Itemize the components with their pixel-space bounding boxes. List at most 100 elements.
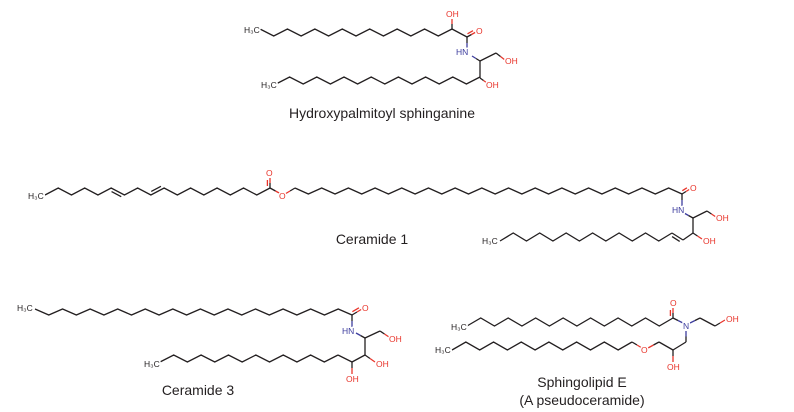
- bond: [692, 210, 708, 219]
- hydroxyl-label: OH: [716, 213, 729, 223]
- heteroatom-bond: [719, 319, 726, 324]
- hydroxyl-label: OH: [389, 334, 402, 344]
- hydroxyl-label: OH: [346, 374, 359, 384]
- carbonyl-double-bond: [681, 187, 688, 192]
- methyl-label: H₃C: [435, 345, 451, 355]
- methyl-label: H₃C: [144, 359, 160, 369]
- alkyl-chain: [259, 28, 453, 37]
- bond: [351, 354, 366, 363]
- bond: [699, 317, 716, 327]
- bond: [631, 341, 638, 346]
- bond: [289, 187, 296, 192]
- bond: [379, 330, 385, 335]
- bond: [658, 341, 674, 351]
- bond: [360, 334, 366, 339]
- heteroatom-bond: [636, 344, 643, 349]
- heteroatom-bond: [356, 308, 363, 313]
- carbonyl-oxygen-label: O: [362, 303, 369, 313]
- bond: [451, 28, 468, 38]
- methyl-label: H₃C: [482, 236, 498, 246]
- hydroxyl-label: OH: [667, 362, 680, 372]
- bond: [269, 187, 276, 192]
- heteroatom-bond: [275, 190, 282, 195]
- double-bond: [111, 191, 122, 198]
- bond: [364, 354, 371, 360]
- bond: [479, 52, 497, 62]
- molecule-name: Sphingolipid E: [537, 374, 627, 390]
- methyl-label: H₃C: [451, 322, 467, 332]
- bond: [653, 341, 660, 346]
- alkyl-chain: [451, 341, 633, 351]
- bond: [671, 232, 684, 241]
- bond: [681, 190, 687, 195]
- alkyl-chain: [34, 308, 353, 316]
- molecule-name: Ceramide 1: [336, 231, 409, 247]
- bond: [714, 322, 721, 327]
- bond: [672, 317, 679, 322]
- hydroxyl-label: OH: [446, 9, 459, 19]
- methyl-label: H₃C: [17, 303, 33, 313]
- heteroatom-bond: [683, 212, 689, 217]
- carbonyl-oxygen-label: O: [266, 168, 273, 178]
- hydroxyl-label: OH: [505, 56, 518, 66]
- hydroxyl-label: OH: [486, 80, 499, 90]
- molecule-subtitle: (A pseudoceramide): [519, 392, 644, 408]
- bonds-layer: [34, 19, 726, 374]
- methyl-label: H₃C: [28, 191, 44, 201]
- amide-nh-label: HN: [456, 47, 468, 57]
- heteroatom-bond: [500, 55, 506, 61]
- hydroxyl-label: OH: [703, 236, 716, 246]
- bond: [688, 214, 694, 219]
- amide-nh-label: HN: [672, 205, 684, 215]
- bond: [475, 57, 481, 62]
- molecule-ceramide-1: H₃C O O O HN OH OH H₃C Ceramide 1: [27, 167, 731, 248]
- bond: [495, 52, 501, 58]
- heteroatom-bond: [647, 344, 654, 349]
- heteroatom-bond: [369, 357, 376, 363]
- bond: [706, 210, 712, 215]
- bond: [479, 77, 484, 82]
- carbonyl-oxygen-label: O: [670, 298, 677, 308]
- heteroatom-bond: [355, 332, 361, 337]
- heteroatom-bond: [697, 235, 703, 240]
- amide-nitrogen-label: N: [683, 321, 689, 331]
- bond: [694, 317, 701, 322]
- bond: [466, 33, 472, 38]
- ester-oxygen-label: O: [279, 191, 286, 201]
- heteroatom-bond: [685, 188, 691, 193]
- hydroxyl-label: OH: [376, 359, 389, 369]
- carbonyl-oxygen-label: O: [476, 26, 483, 36]
- heteroatom-bond: [471, 55, 477, 60]
- methyl-label: H₃C: [244, 25, 260, 35]
- hydroxyl-label: OH: [726, 314, 739, 324]
- trans-double-bond: [671, 236, 681, 243]
- bond: [351, 311, 358, 316]
- molecule-hydroxypalmitoyl-sphinganine: H₃C OH O HN OH OH H₃C Hydroxypalmitoyl s…: [243, 8, 520, 122]
- molecule-sphingolipid-e: H₃C O N OH O OH H₃C Sphingolipid E (A ps…: [434, 297, 741, 409]
- molecule-name: Hydroxypalmitoyl sphinganine: [289, 105, 475, 121]
- alkyl-chain: [466, 317, 674, 327]
- amide-nh-label: HN: [342, 326, 354, 336]
- heteroatom-bond: [471, 31, 477, 36]
- carbonyl-oxygen-label: O: [690, 183, 697, 193]
- bond: [692, 232, 698, 237]
- alkyl-chain: [275, 76, 481, 85]
- alkyl-chain: [44, 187, 271, 196]
- carbonyl-double-bond: [467, 30, 474, 35]
- molecule-name: Ceramide 3: [162, 382, 235, 398]
- double-bond: [150, 185, 162, 192]
- heteroatom-bond: [384, 333, 390, 338]
- ether-oxygen-label: O: [641, 345, 648, 355]
- heteroatom-bond: [689, 319, 696, 324]
- carbonyl-double-bond: [352, 307, 360, 313]
- alkyl-chain: [499, 232, 673, 242]
- bond: [364, 330, 381, 339]
- heteroatom-bond: [711, 213, 717, 218]
- bond: [672, 341, 687, 351]
- heteroatom-bond: [677, 319, 684, 324]
- heteroatom-bond: [284, 190, 291, 195]
- alkyl-chain: [159, 354, 339, 363]
- heteroatom-bond: [483, 79, 488, 84]
- alkyl-chain: [294, 187, 683, 195]
